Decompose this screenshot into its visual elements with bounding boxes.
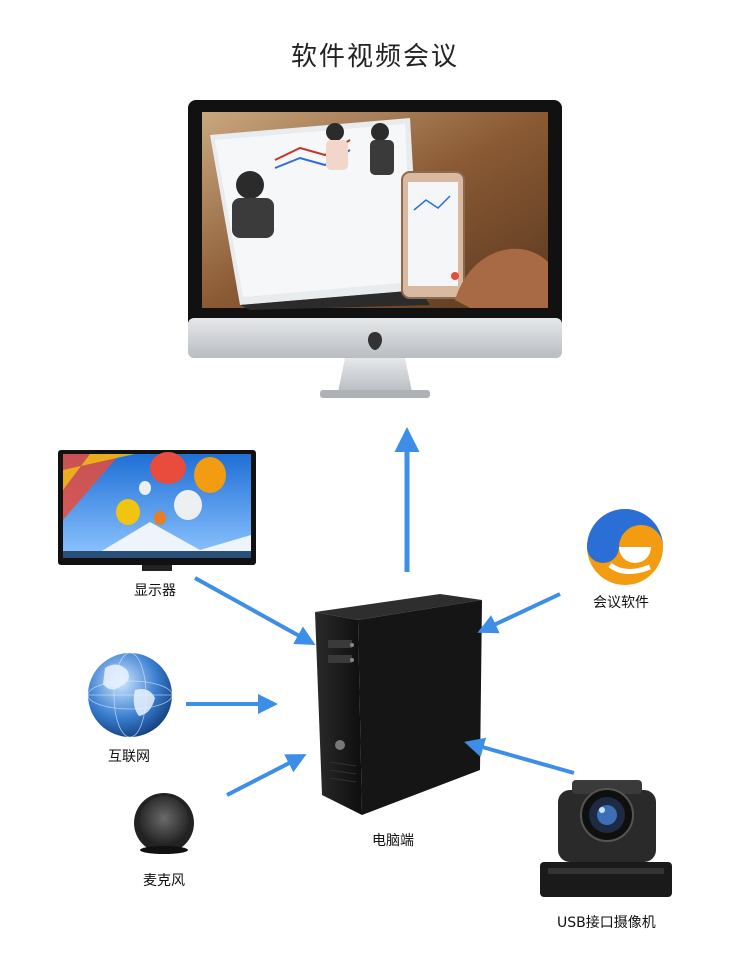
display-label: 显示器	[134, 583, 176, 599]
arrow-camera-to-pc	[464, 737, 575, 775]
pc-tower-icon	[315, 594, 482, 815]
diagram-title: 软件视频会议	[290, 42, 459, 72]
software-label: 会议软件	[593, 595, 649, 611]
microphone-label: 麦克风	[143, 873, 185, 889]
camera-label: USB接口摄像机	[557, 915, 656, 931]
tv-display-icon	[58, 450, 256, 571]
monitor-icon	[188, 100, 562, 398]
ptz-camera-icon	[540, 780, 672, 897]
arrow-display-to-pc	[194, 576, 316, 645]
internet-label: 互联网	[108, 749, 150, 765]
globe-icon	[87, 652, 173, 738]
pc-label: 电脑端	[372, 833, 414, 849]
arrows	[186, 427, 575, 797]
software-logo-icon	[587, 509, 663, 585]
microphone-icon	[134, 793, 194, 854]
arrow-microphone-to-pc	[226, 754, 307, 797]
arrow-software-to-pc	[477, 592, 561, 634]
